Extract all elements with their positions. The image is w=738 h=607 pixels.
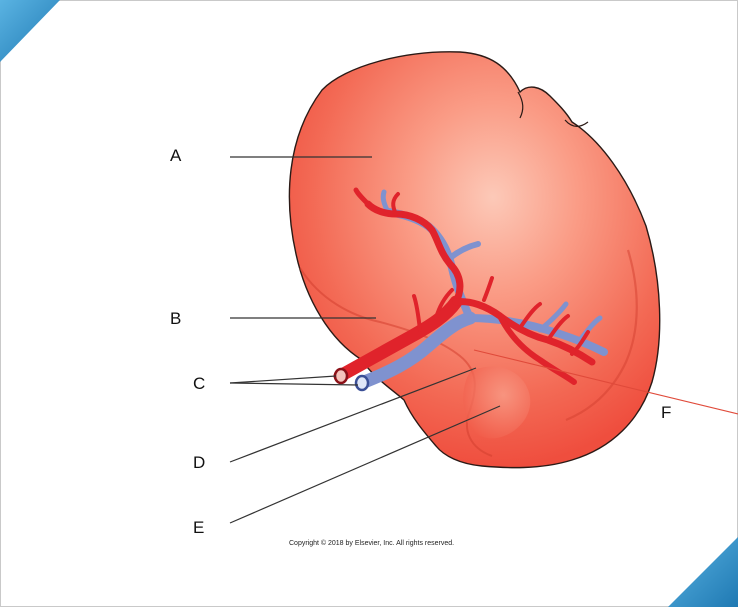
leader-line-e [229, 405, 501, 524]
label-f: F [661, 403, 672, 422]
organ-body [288, 51, 661, 469]
vein-cut-end [354, 374, 370, 392]
corner-accent-bottom-right [668, 537, 738, 607]
leader-line-d [229, 367, 477, 463]
hilum-ridge [299, 267, 493, 457]
organ-notch-2 [564, 119, 589, 127]
lower-lobe [463, 366, 531, 439]
artery-tree [333, 187, 596, 385]
leader-lines [229, 156, 501, 524]
copyright-notice: Copyright © 2018 by Elsevier, Inc. All r… [289, 540, 455, 547]
pointer-line-f [473, 349, 738, 415]
leader-line-c1 [229, 375, 337, 384]
leader-line-c2 [229, 382, 359, 386]
label-b: B [170, 309, 182, 328]
organ-notch [517, 91, 524, 119]
artery-cut-end [333, 367, 349, 385]
corner-accent-top-left [0, 0, 60, 62]
label-d: D [193, 453, 206, 472]
right-crease [565, 249, 638, 422]
label-e: E [193, 518, 205, 537]
label-a: A [170, 146, 182, 165]
label-c: C [193, 374, 206, 393]
